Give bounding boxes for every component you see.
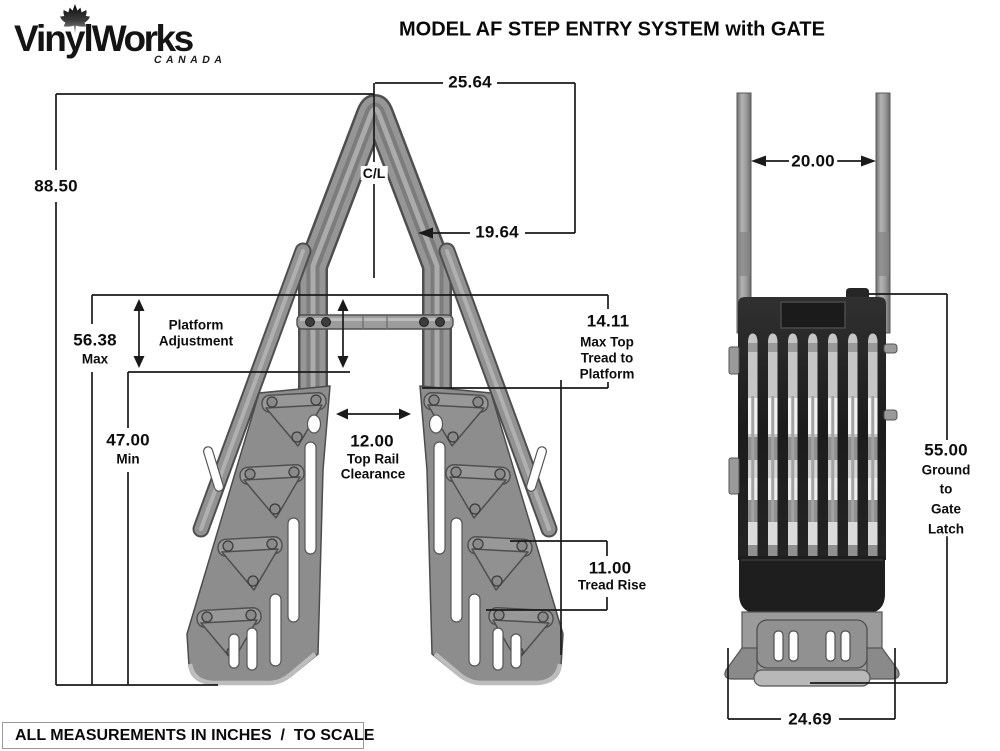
gate-latch xyxy=(846,288,869,299)
dim-tread-rise-label: Tread Rise xyxy=(575,577,649,593)
dim-ground-to-latch-label-2: to xyxy=(937,481,955,497)
dim-top-rail-inset: 19.64 xyxy=(473,222,521,242)
a-frame-rails xyxy=(298,94,452,415)
gate-hinges xyxy=(728,343,898,495)
brand-name: VinylWorks xyxy=(14,18,194,60)
crossbar xyxy=(296,314,454,330)
dim-tread-rise: 11.00 xyxy=(586,558,634,578)
dim-top-rail-clearance-label-1: Top Rail xyxy=(344,451,402,467)
dimension-lines xyxy=(55,82,948,720)
brand-country: CANADA xyxy=(152,54,228,66)
dim-top-rail-clearance-label-2: Clearance xyxy=(338,466,408,482)
dim-max-height-label: Max xyxy=(79,351,111,367)
dimension-arrowheads xyxy=(133,155,876,420)
dim-max-top-tread-label-2: Tread to xyxy=(578,350,636,366)
dim-base-width: 24.69 xyxy=(786,709,834,729)
step-panel xyxy=(186,385,331,686)
dim-top-rail-clearance: 12.00 xyxy=(348,431,396,451)
centerline-label: C/L xyxy=(360,165,388,181)
dim-ground-to-latch-label-3: Gate xyxy=(928,501,964,517)
dim-max-height: 56.38 xyxy=(71,330,119,350)
gate-base xyxy=(724,611,900,687)
footer-note-box: ALL MEASUREMENTS IN INCHES / TO SCALE xyxy=(2,722,374,749)
dim-min-height: 47.00 xyxy=(104,430,152,450)
gate-header-panel xyxy=(780,301,846,329)
dim-ground-to-latch-label-4: Latch xyxy=(925,521,967,537)
platform-adjustment-label-1: Platform xyxy=(166,317,226,333)
dim-min-height-label: Min xyxy=(114,451,142,467)
dim-max-top-tread-label-1: Max Top xyxy=(578,334,636,350)
dim-top-width: 25.64 xyxy=(446,72,494,92)
brand-part-vinyl: Vinyl xyxy=(14,18,94,59)
dim-rail-spacing: 20.00 xyxy=(789,151,837,171)
vinylworks-logo: VinylWorks CANADA xyxy=(10,4,228,66)
front-view-ladder xyxy=(186,94,563,686)
brand-part-works: Works xyxy=(91,18,194,59)
dim-max-top-tread: 14.11 xyxy=(584,311,632,331)
platform-adjustment-label-2: Adjustment xyxy=(156,333,236,349)
maple-leaf-icon xyxy=(60,4,90,34)
gate-bottom-panel xyxy=(739,556,885,614)
dim-ground-to-latch: 55.00 xyxy=(922,440,970,460)
dim-overall-height: 88.50 xyxy=(32,176,80,196)
dim-ground-to-latch-label-1: Ground xyxy=(919,462,973,478)
page-title: MODEL AF STEP ENTRY SYSTEM with GATE xyxy=(399,18,825,41)
footer-note: ALL MEASUREMENTS IN INCHES / TO SCALE xyxy=(15,726,375,744)
gate-view xyxy=(724,92,900,687)
dim-max-top-tread-label-3: Platform xyxy=(577,366,637,382)
